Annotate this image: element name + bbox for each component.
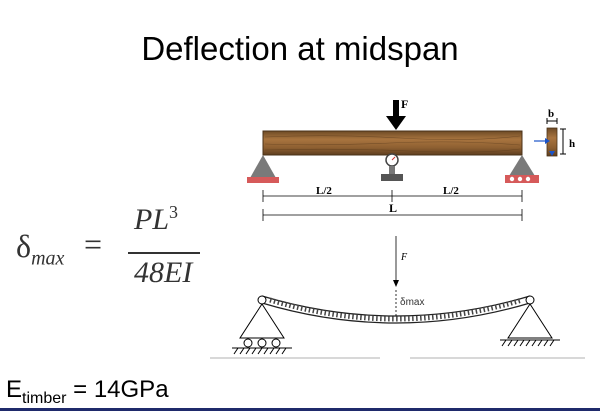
footer-accent-line bbox=[0, 408, 600, 411]
dimension-full-span bbox=[262, 209, 523, 221]
fraction-bar bbox=[128, 252, 200, 254]
force-arrow-thin bbox=[393, 236, 399, 287]
timber-modulus: Etimber = 14GPa bbox=[6, 376, 169, 408]
cross-section bbox=[534, 118, 566, 157]
dimension-half-spans bbox=[262, 190, 523, 202]
formula-equals: = bbox=[84, 226, 103, 262]
wood-grain bbox=[264, 135, 521, 153]
deflection-formula: δmax = PL3 48EI bbox=[8, 200, 228, 300]
dial-gauge-icon bbox=[381, 153, 403, 181]
delta-max-label: δmax bbox=[400, 297, 424, 308]
left-pin-support bbox=[247, 155, 279, 183]
lower-right-support bbox=[500, 295, 560, 347]
formula-denominator: 48EI bbox=[134, 256, 193, 289]
formula-numerator: PL3 bbox=[134, 202, 178, 237]
numerator-exponent: 3 bbox=[169, 202, 179, 222]
lower-left-support bbox=[232, 295, 292, 355]
modulus-value: = 14GPa bbox=[66, 376, 169, 403]
half-span-right-label: L/2 bbox=[443, 185, 459, 197]
section-width-label: b bbox=[548, 108, 554, 120]
section-height-label: h bbox=[569, 138, 575, 150]
span-length-label: L bbox=[389, 201, 397, 215]
force-label-lower: F bbox=[400, 252, 408, 263]
numerator-text: PL bbox=[134, 203, 170, 236]
delta-subscript: max bbox=[31, 247, 65, 270]
formula-lhs: δmax bbox=[16, 228, 64, 270]
deflected-beam bbox=[261, 295, 531, 324]
delta-symbol: δ bbox=[16, 228, 32, 264]
force-label: F bbox=[401, 97, 408, 111]
right-roller-support bbox=[505, 155, 539, 183]
modulus-symbol: E bbox=[6, 376, 23, 403]
page-title: Deflection at midspan bbox=[141, 30, 459, 67]
half-span-left-label: L/2 bbox=[316, 185, 332, 197]
force-arrow bbox=[386, 100, 406, 130]
modulus-subscript: timber bbox=[22, 389, 67, 407]
